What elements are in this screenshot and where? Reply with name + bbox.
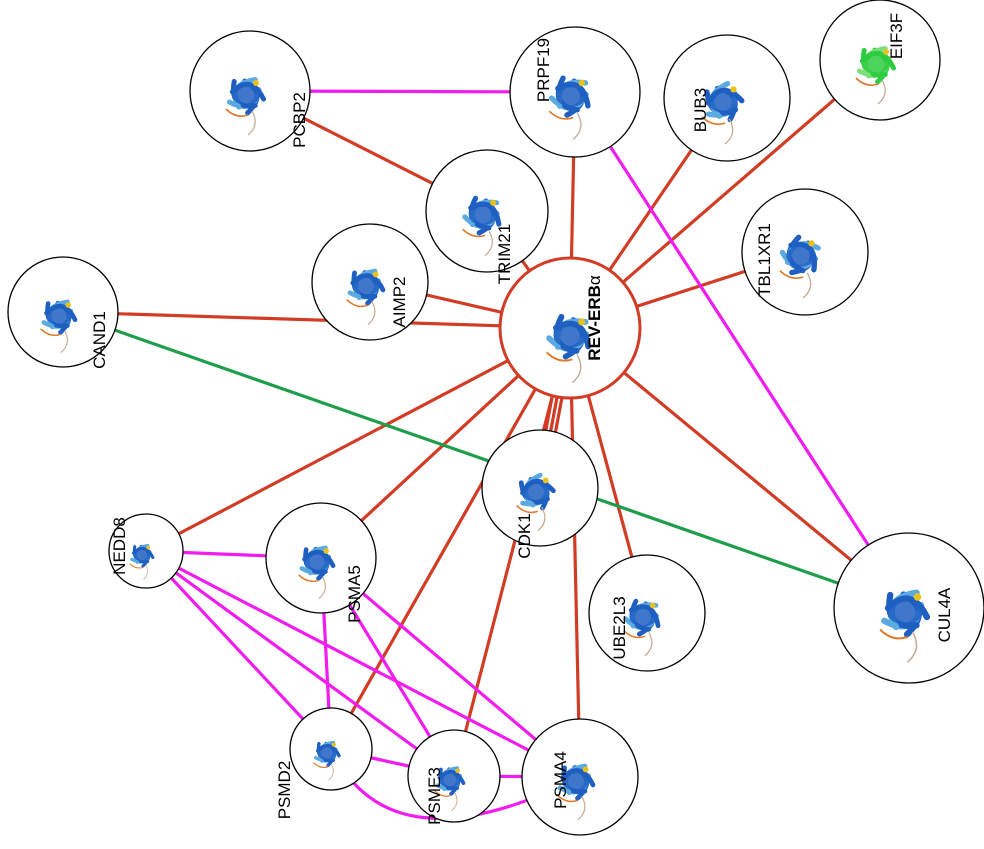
edge-reverb-psme3 — [452, 326, 572, 778]
edge-prpf19-cul4a — [573, 90, 911, 610]
node-label: PRPF19 — [534, 38, 553, 102]
node-label: AIMP2 — [390, 276, 409, 327]
protein-structure-icon — [545, 313, 592, 384]
protein-structure-icon — [298, 545, 336, 600]
node-label: PCBP2 — [290, 92, 309, 148]
node-label: PSMD2 — [275, 761, 294, 820]
node-cul4a[interactable]: CUL4A — [833, 532, 984, 684]
protein-structure-icon — [40, 299, 78, 354]
node-label: TBL1XR1 — [755, 223, 774, 297]
edge-nedd8-psme3 — [144, 549, 456, 778]
node-label: NEDD8 — [110, 517, 129, 575]
node-label: CUL4A — [935, 587, 954, 642]
protein-structure-icon — [879, 589, 931, 663]
node-prpf19[interactable]: PRPF19 — [509, 26, 641, 158]
node-label: TRIM21 — [495, 224, 514, 284]
protein-structure-icon — [855, 46, 897, 105]
node-eif3f[interactable]: EIF3F — [819, 0, 941, 121]
edge-reverb-cand1 — [61, 310, 572, 330]
edge-cand1-cul4a — [61, 310, 911, 610]
protein-structure-icon — [434, 766, 466, 812]
protein-structure-icon — [548, 75, 591, 140]
edge-nedd8-psmd2 — [144, 549, 333, 751]
edge-nedd8-psma4 — [144, 549, 582, 779]
node-nedd8[interactable]: NEDD8 — [108, 513, 184, 589]
node-reverb[interactable]: REV-ERBα — [498, 256, 642, 400]
protein-structure-icon — [346, 268, 386, 326]
node-label: EIF3F — [887, 13, 906, 59]
node-label: PSMA4 — [551, 751, 570, 809]
node-label: BUB3 — [691, 88, 710, 132]
node-aimp2[interactable]: AIMP2 — [311, 223, 429, 341]
node-tbl1xr1[interactable]: TBL1XR1 — [741, 188, 869, 316]
protein-structure-icon — [462, 195, 502, 257]
center-label-main: REV-ERB — [585, 285, 604, 361]
node-pcbp2[interactable]: PCBP2 — [189, 30, 311, 152]
node-bub3[interactable]: BUB3 — [663, 34, 791, 162]
node-psma5[interactable]: PSMA5 — [265, 502, 377, 623]
node-label: PSMA5 — [345, 565, 364, 623]
protein-structure-icon — [225, 77, 267, 136]
edge-reverb-psma4 — [568, 326, 582, 779]
node-psmd2[interactable]: PSMD2 — [275, 707, 373, 820]
protein-structure-icon — [312, 740, 341, 781]
node-label: CDK1 — [515, 513, 534, 558]
protein-structure-icon — [516, 472, 556, 532]
protein-structure-icon — [779, 234, 821, 299]
edge-reverb-nedd8 — [144, 326, 572, 553]
edge-reverb-psmd2 — [329, 326, 572, 751]
node-label: PSME3 — [425, 767, 444, 825]
protein-structure-icon — [623, 598, 661, 657]
node-trim21[interactable]: TRIM21 — [425, 149, 549, 284]
protein-structure-icon — [556, 763, 596, 821]
node-label: UBE2L3 — [610, 596, 629, 659]
protein-structure-icon — [701, 81, 745, 145]
node-cdk1[interactable]: CDK1 — [481, 429, 599, 559]
node-cand1[interactable]: CAND1 — [7, 256, 119, 369]
node-psme3[interactable]: PSME3 — [407, 729, 501, 825]
protein-structure-icon — [129, 543, 155, 580]
center-label-suffix: α — [585, 275, 604, 285]
node-ube2l3[interactable]: UBE2L3 — [588, 554, 706, 672]
node-label: CAND1 — [90, 311, 109, 369]
center-node-label: REV-ERBα — [585, 275, 604, 361]
node-psma4[interactable]: PSMA4 — [521, 718, 639, 836]
